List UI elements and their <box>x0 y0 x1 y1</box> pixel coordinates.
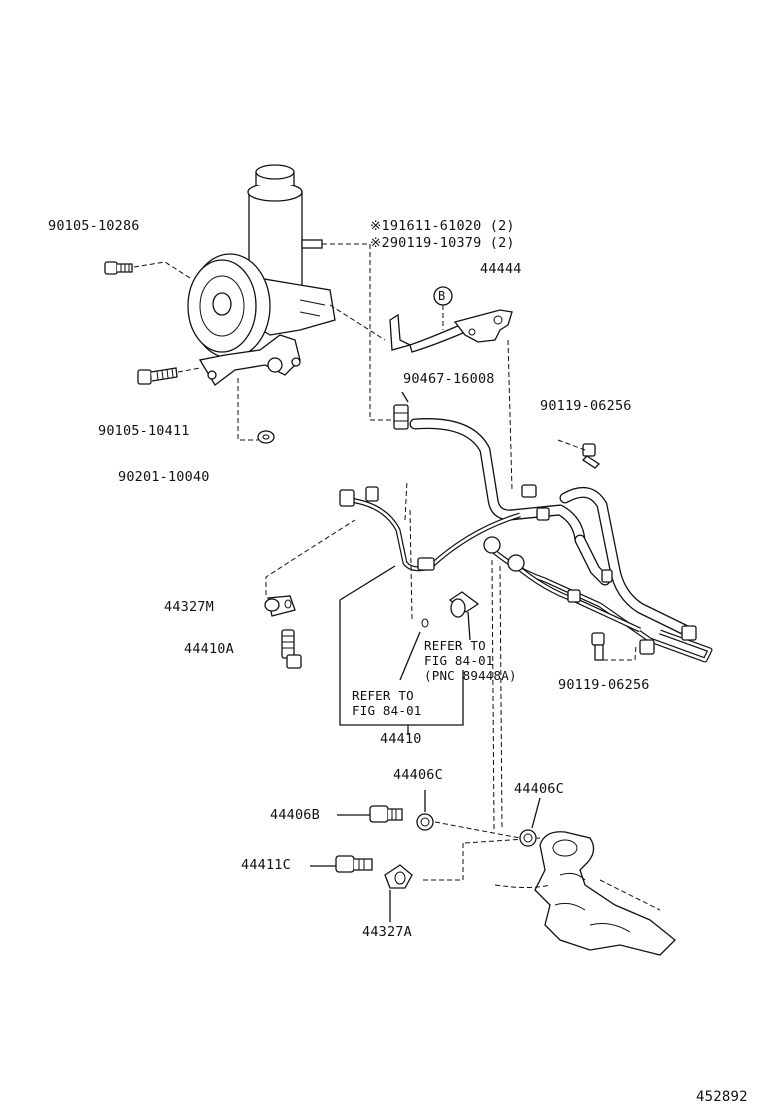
bracket-44444-icon <box>389 309 513 353</box>
label-44327m: 44327M <box>164 599 214 615</box>
label-refer-left-2: FIG 84-01 <box>352 703 422 718</box>
label-sensor-note-2: ※290119-10379 (2) <box>370 235 515 251</box>
pressure-switch-icon <box>421 591 480 628</box>
label-90467-16008: 90467-16008 <box>403 371 495 387</box>
label-44411c: 44411C <box>241 857 291 873</box>
return-tube <box>349 497 713 663</box>
label-refer-left-1: REFER TO <box>352 688 414 703</box>
label-44406b: 44406B <box>270 807 320 823</box>
tube-fittings <box>339 484 697 655</box>
bolt-90119-06256-top-icon <box>581 443 601 469</box>
label-90105-10286: 90105-10286 <box>48 218 140 234</box>
label-90119-06256-bottom: 90119-06256 <box>558 677 650 693</box>
label-sensor-note-1: ※191611-61020 (2) <box>370 218 515 234</box>
label-refer-right-1: REFER TO <box>424 638 486 653</box>
bolt-44411c-icon <box>335 855 373 873</box>
clamp-90467-16008-icon <box>393 404 409 430</box>
gasket-44406c-right-icon <box>519 829 537 847</box>
washer-90201-10040-icon <box>257 430 275 444</box>
label-44410: 44410 <box>380 731 422 747</box>
label-44410a: 44410A <box>184 641 234 657</box>
power-steering-pump <box>187 164 336 386</box>
label-refer-right-3: (PNC 89448A) <box>424 668 517 683</box>
bolt-44406b-icon <box>369 805 403 823</box>
bolt-90105-10286-icon <box>104 261 133 275</box>
label-44406c-left: 44406C <box>393 767 443 783</box>
bolt-90105-10411-icon <box>137 367 178 385</box>
gasket-44406c-left-icon <box>416 813 434 831</box>
bolt-44410a-icon <box>281 629 302 669</box>
union-44327m-icon <box>264 595 296 617</box>
label-ref-circle-b: B <box>438 289 446 303</box>
label-44327a: 44327A <box>362 924 412 940</box>
figure-number: 452892 <box>696 1089 748 1105</box>
bolt-90119-06256-bottom-icon <box>591 632 605 661</box>
label-refer-right-2: FIG 84-01 <box>424 653 494 668</box>
union-44327a-icon <box>384 864 413 889</box>
label-44406c-right: 44406C <box>514 781 564 797</box>
label-90119-06256-top: 90119-06256 <box>540 398 632 414</box>
label-90201-10040: 90201-10040 <box>118 469 210 485</box>
steering-gear-housing <box>494 831 676 956</box>
label-44444: 44444 <box>480 261 522 277</box>
label-90105-10411: 90105-10411 <box>98 423 190 439</box>
